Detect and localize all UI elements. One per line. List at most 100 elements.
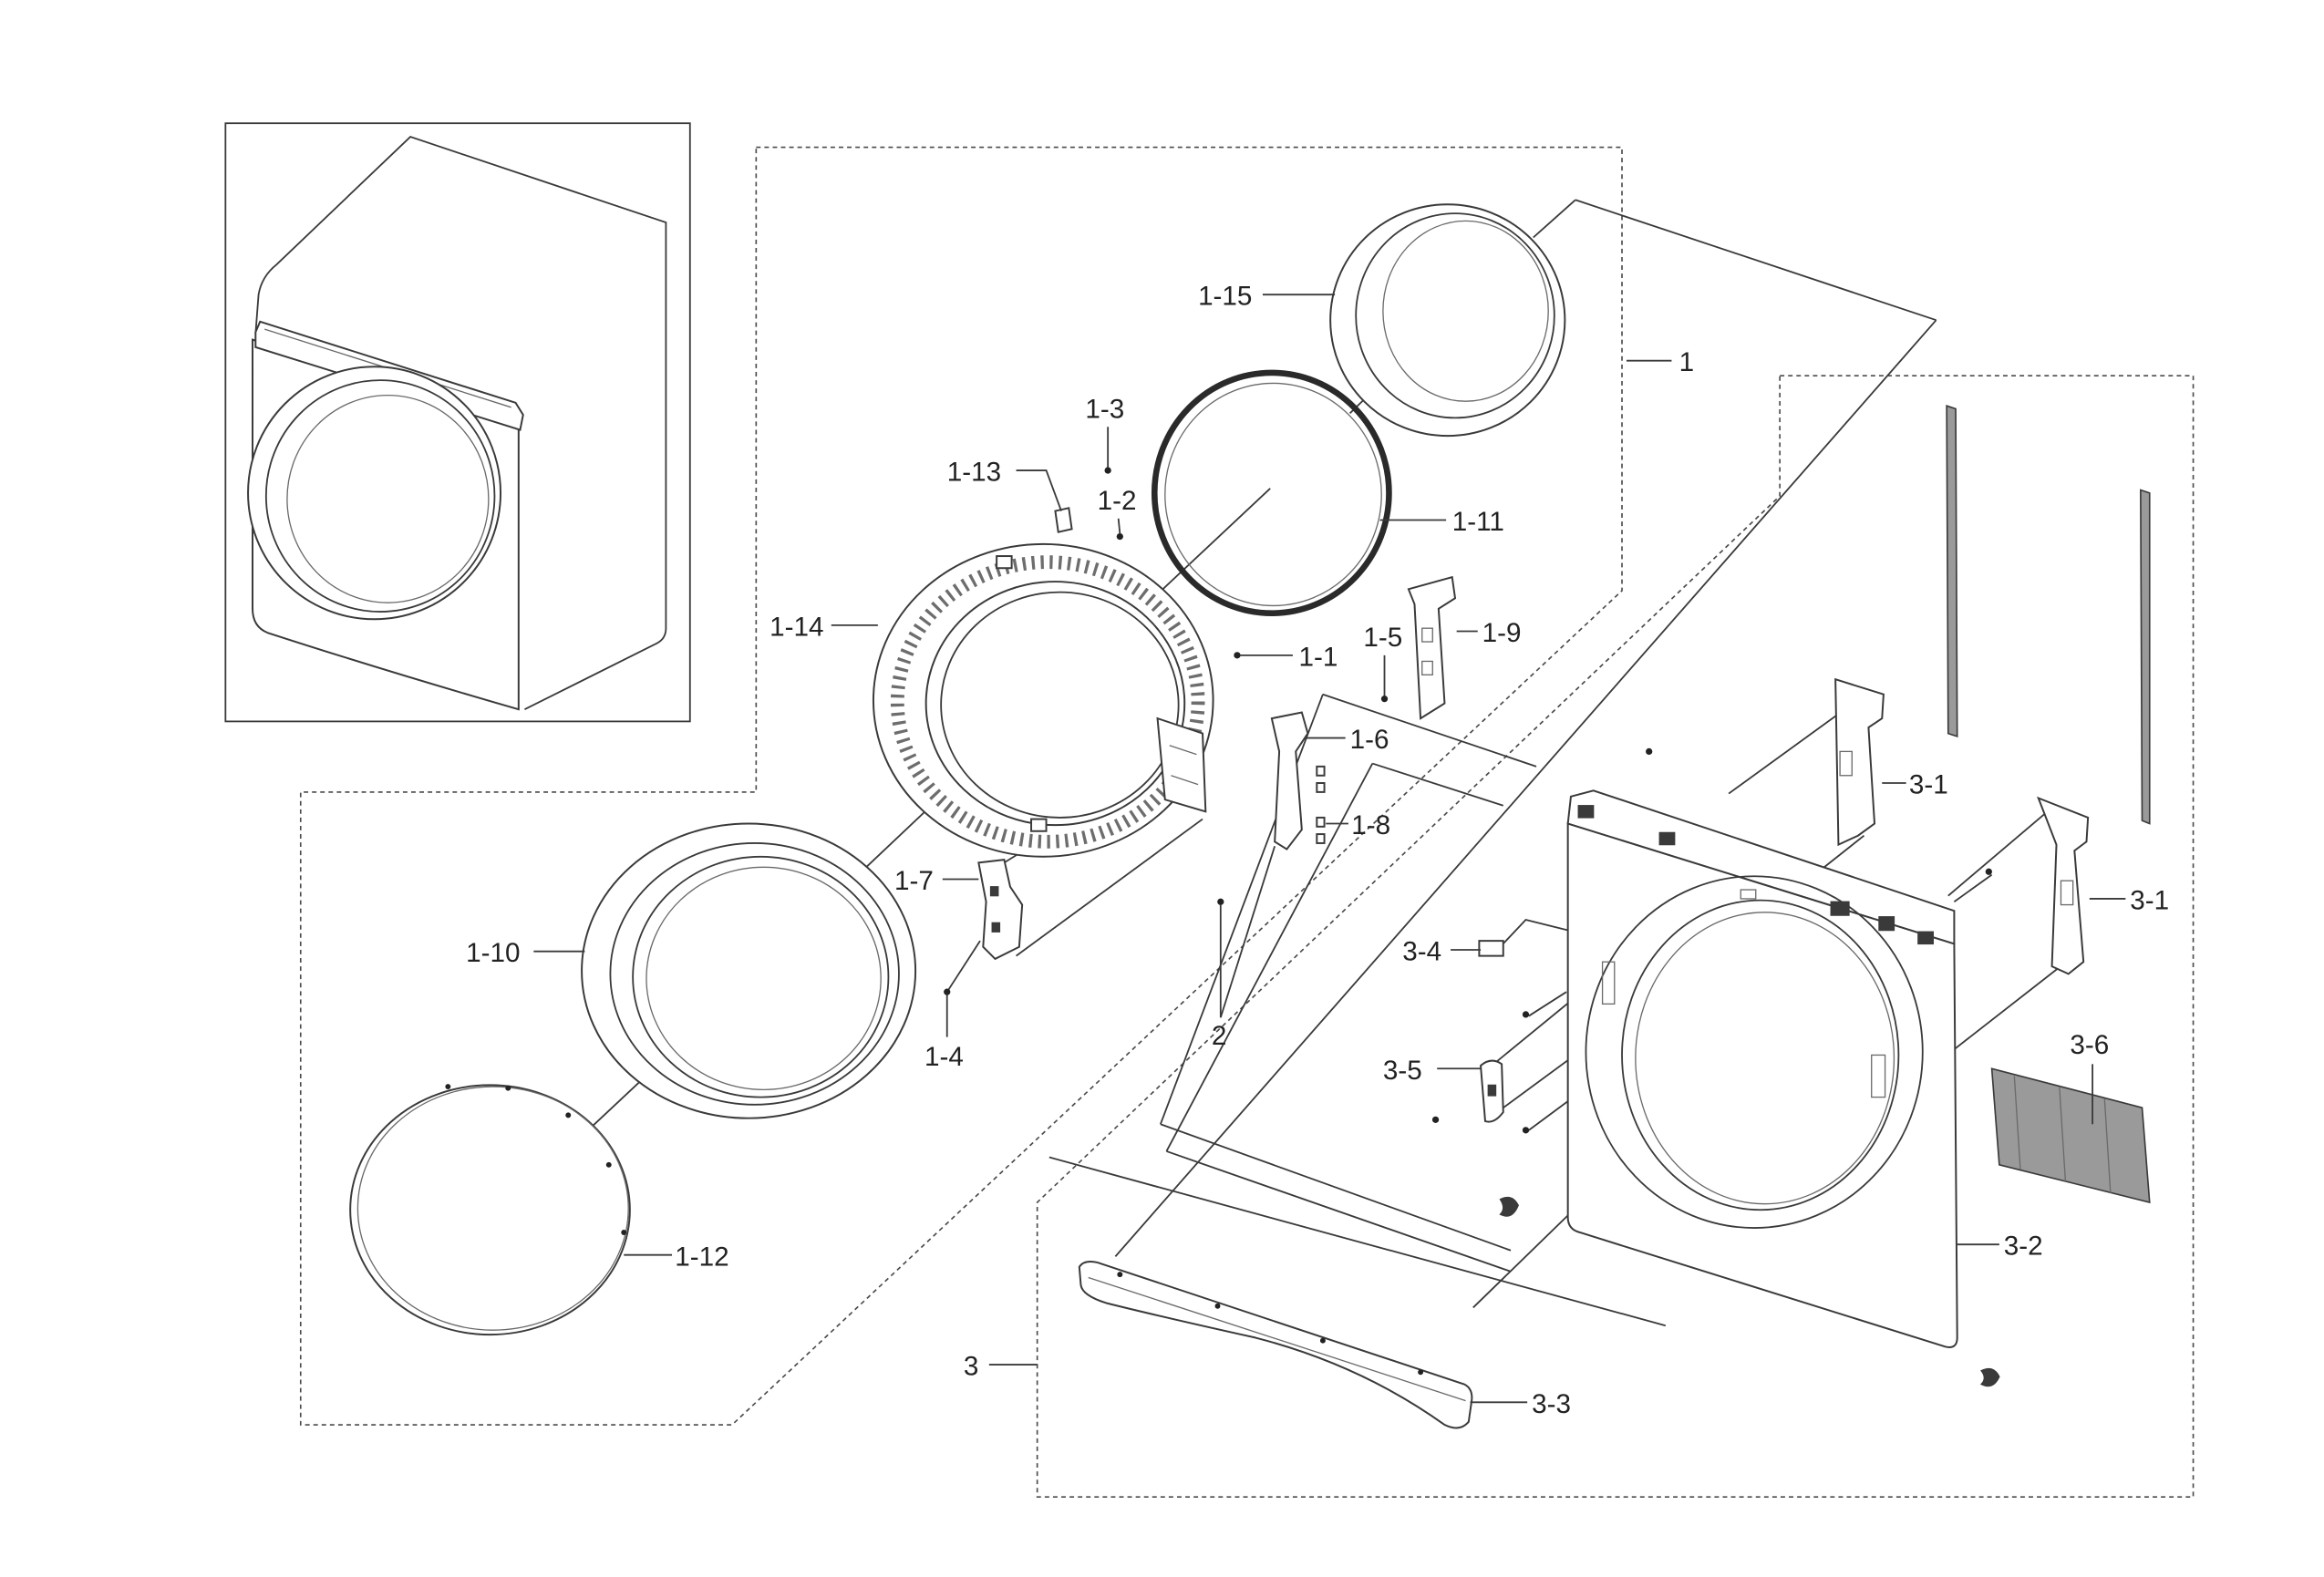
part-3-2-slot bbox=[1871, 1054, 1886, 1098]
callout-1-3: 1-3 bbox=[1085, 394, 1124, 468]
dryer-door-outer bbox=[247, 366, 502, 621]
screw bbox=[1431, 1116, 1440, 1123]
guide-line bbox=[1160, 1123, 1512, 1252]
dryer-door-glass bbox=[286, 394, 490, 603]
screw bbox=[944, 988, 951, 995]
part-1-11-inner-edge bbox=[1164, 382, 1382, 607]
part-3-1-left-slot bbox=[1839, 750, 1853, 777]
screw bbox=[1985, 868, 1992, 875]
part-3-2-opening-rim bbox=[1621, 899, 1900, 1211]
guide-line bbox=[1165, 763, 1374, 1152]
callout-label: 1-12 bbox=[675, 1242, 728, 1272]
part-3-3-tab bbox=[1117, 1272, 1123, 1278]
part-1-8 bbox=[1316, 782, 1326, 793]
guide-line bbox=[1114, 319, 1937, 1257]
callout-label: 3-4 bbox=[1402, 937, 1441, 967]
callout-label: 1-8 bbox=[1351, 810, 1390, 840]
screw bbox=[1217, 898, 1224, 905]
part-1-12-clip bbox=[605, 1161, 612, 1168]
part-3-2-hinge-mount bbox=[1658, 831, 1676, 846]
callout-label: 1-13 bbox=[947, 458, 1001, 488]
part-1-14-opening bbox=[940, 591, 1180, 819]
part-3-2-hinge-mount bbox=[1917, 931, 1934, 945]
part-1-11-ring bbox=[1151, 369, 1392, 616]
part-1-12-clip bbox=[621, 1230, 627, 1235]
inset-frame bbox=[224, 122, 691, 723]
guide-line bbox=[945, 940, 981, 993]
part-3-3-tab bbox=[1319, 1337, 1326, 1344]
part-3-5-hole bbox=[1487, 1084, 1497, 1097]
part-1-14-ribs bbox=[890, 555, 1205, 849]
dryer-door-ring bbox=[264, 379, 496, 613]
part-3-1-right-slot bbox=[2060, 880, 2074, 906]
part-3-6-hatch bbox=[2059, 1087, 2067, 1181]
part-3-6-hatch bbox=[2013, 1076, 2021, 1170]
guide-line bbox=[1322, 693, 1537, 768]
seal-strip-left bbox=[1946, 405, 1958, 738]
part-3-3-bumper bbox=[1078, 1261, 1473, 1429]
part-1-14-hinge-slot bbox=[1171, 775, 1199, 786]
callout-1: 1 bbox=[1626, 347, 1694, 377]
guide-line bbox=[1938, 964, 2063, 1062]
callout-3-3: 3-3 bbox=[1470, 1389, 1571, 1419]
callout-1-5: 1-5 bbox=[1363, 623, 1402, 696]
leader-line bbox=[1117, 518, 1121, 534]
screw bbox=[1104, 467, 1111, 474]
part-1-7-hole bbox=[989, 886, 999, 897]
callout-label: 3-5 bbox=[1383, 1056, 1422, 1086]
part-1-6 bbox=[1270, 711, 1309, 850]
dryer-cabinet-outline bbox=[254, 136, 667, 711]
part-3-2-opening-outer bbox=[1585, 875, 1924, 1229]
leader-line bbox=[1016, 469, 1062, 511]
part-3-2-slot bbox=[1601, 961, 1616, 1005]
guide-line bbox=[1528, 991, 1567, 1017]
callout-label: 3-1 bbox=[2130, 886, 2169, 916]
part-3-2-hinge-mount bbox=[1830, 901, 1850, 916]
part-1-8 bbox=[1316, 816, 1326, 828]
part-1-10-glass bbox=[646, 866, 882, 1091]
callout-label: 2 bbox=[1212, 1021, 1227, 1051]
part-1-14-tab bbox=[996, 555, 1013, 570]
part-3-3-tab bbox=[1214, 1303, 1221, 1309]
clip-fastener bbox=[1979, 1367, 2000, 1387]
callout-3: 3 bbox=[964, 1352, 1038, 1382]
part-3-2-hinge-mount bbox=[1878, 916, 1895, 932]
guide-line bbox=[1575, 199, 1937, 322]
part-3-2 bbox=[1566, 789, 1958, 1348]
callout-1-11: 1-11 bbox=[1379, 507, 1504, 537]
part-3-2-slot bbox=[1740, 889, 1757, 900]
part-3-2-front-face bbox=[1566, 822, 1958, 1348]
part-1-15 bbox=[1329, 203, 1566, 438]
callout-1-9: 1-9 bbox=[1456, 618, 1522, 648]
callout-label: 1-6 bbox=[1350, 725, 1389, 755]
part-1-14-tab bbox=[1030, 818, 1048, 832]
callout-label: 1-15 bbox=[1198, 282, 1252, 312]
callout-1-7: 1-7 bbox=[894, 866, 979, 896]
screw bbox=[1646, 747, 1653, 756]
callout-3-1-right: 3-1 bbox=[2089, 886, 2169, 916]
guide-line bbox=[1533, 199, 1576, 239]
guide-line bbox=[1149, 488, 1271, 603]
guide-line bbox=[1947, 810, 2049, 897]
callout-label: 1-3 bbox=[1085, 394, 1124, 424]
part-1-7-hole bbox=[991, 922, 1001, 933]
callout-1-15: 1-15 bbox=[1198, 282, 1336, 312]
guide-line bbox=[1048, 1156, 1667, 1327]
product-overview-inset bbox=[224, 122, 691, 723]
part-3-3-tab bbox=[1418, 1369, 1424, 1376]
guide-line bbox=[1016, 818, 1203, 957]
part-1-12-clip bbox=[505, 1085, 511, 1091]
part-1-15-outer-rim bbox=[1329, 203, 1566, 438]
part-1-10 bbox=[581, 822, 917, 1119]
part-1-11 bbox=[1151, 369, 1392, 616]
part-3-4 bbox=[1478, 940, 1504, 957]
part-1-12-edge bbox=[356, 1086, 629, 1331]
part-3-2-hinge-mount bbox=[1577, 805, 1595, 819]
callout-label: 3-6 bbox=[2070, 1030, 2109, 1060]
callout-label: 1-11 bbox=[1452, 507, 1504, 537]
callout-label: 3 bbox=[964, 1352, 979, 1382]
part-1-12-clip bbox=[445, 1084, 451, 1090]
callout-label: 1-4 bbox=[924, 1042, 964, 1072]
part-1-8 bbox=[1316, 833, 1326, 844]
